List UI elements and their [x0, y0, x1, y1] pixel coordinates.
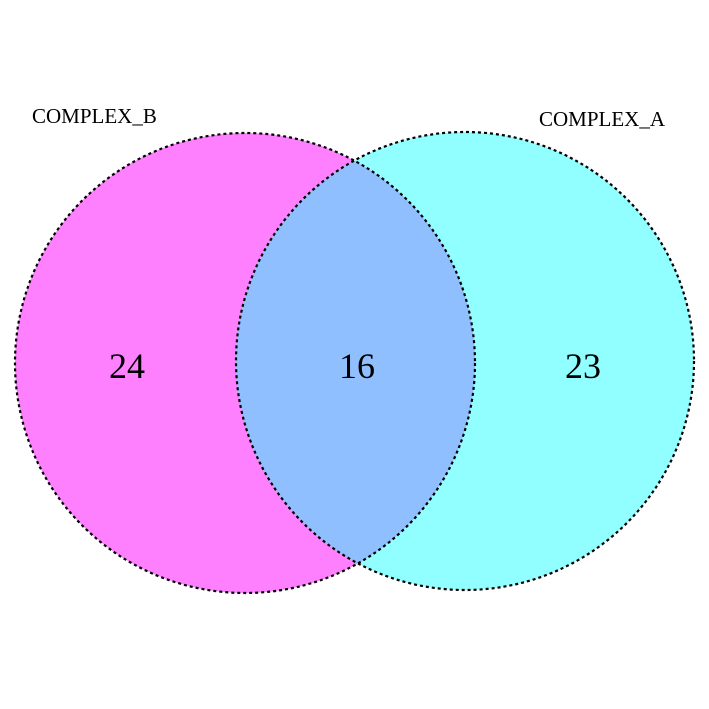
overlap-region: [236, 133, 475, 590]
set-outline-complex-b: [13, 131, 477, 595]
count-only-complex-b: 24: [109, 346, 145, 386]
set-label-complex-b: COMPLEX_B: [32, 104, 157, 128]
count-intersection: 16: [339, 346, 375, 386]
set-outline-complex-a: [234, 130, 696, 592]
count-only-complex-a: 23: [565, 346, 601, 386]
set-label-complex-a: COMPLEX_A: [539, 107, 666, 131]
